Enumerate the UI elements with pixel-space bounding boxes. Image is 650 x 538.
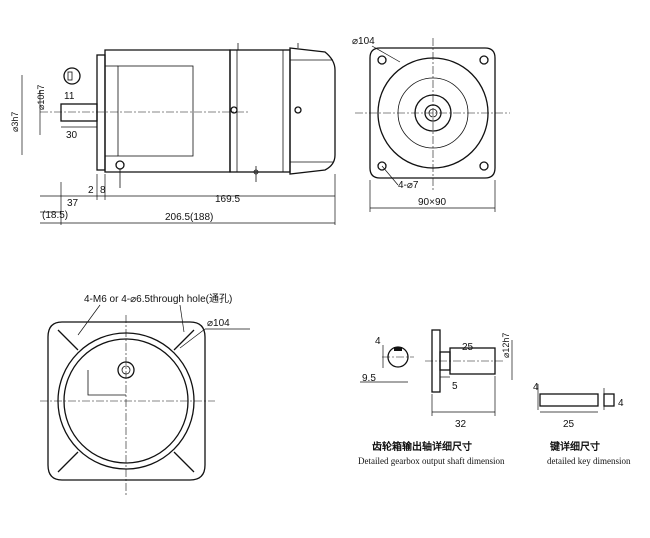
dim-37: 37 [67, 198, 79, 209]
holes-label: 4-⌀7 [398, 180, 419, 191]
key-dim-25: 25 [563, 419, 575, 430]
square-label: 90×90 [418, 197, 447, 208]
flange-holes-note: 4-M6 or 4-⌀6.5through hole(通孔) [84, 293, 232, 305]
gearbox-caption-en: Detailed gearbox output shaft dimension [358, 456, 505, 466]
gb-dim-5: 5 [452, 381, 458, 392]
key-dim-4a: 4 [533, 382, 539, 393]
dim-18-5: (18.5) [42, 210, 68, 221]
flange-dia-label: ⌀3h7 [10, 112, 20, 132]
flange-view: 4-M6 or 4-⌀6.5through hole(通孔) ⌀104 [40, 293, 250, 495]
gearbox-shaft-detail: 4 9.5 25 5 32 ⌀12h7 齿轮箱输出轴详细尺寸 Detailed … [358, 329, 513, 466]
key-caption-cn: 键详细尺寸 [549, 440, 600, 453]
dim-2: 2 [88, 185, 94, 196]
key-width-label: 11 [64, 91, 75, 102]
gb-dim-25: 25 [462, 342, 474, 353]
key-detail: 4 25 4 键详细尺寸 detailed key dimension [533, 382, 631, 466]
shaft-dia-label: ⌀10h7 [36, 85, 46, 110]
front-pilot-dia: ⌀104 [352, 36, 375, 47]
flange-pilot-dia: ⌀104 [207, 318, 230, 329]
dim-8: 8 [100, 185, 106, 196]
motor-side-view: ⌀3h7 ⌀10h7 11 30 37 2 8 169.5 (18.5) 206… [10, 43, 336, 225]
gb-dim-9-5: 9.5 [362, 373, 376, 384]
gb-dim-4: 4 [375, 336, 381, 347]
gb-dim-32: 32 [455, 419, 467, 430]
gb-shaft-dia: ⌀12h7 [501, 333, 511, 358]
dim-169-5: 169.5 [215, 194, 240, 205]
key-dim-4b: 4 [618, 398, 624, 409]
shaft-length-label: 30 [66, 130, 78, 141]
key-caption-en: detailed key dimension [547, 456, 631, 466]
motor-front-view: ⌀104 4-⌀7 90×90 [352, 36, 510, 212]
total-length-label: 206.5(188) [165, 212, 213, 223]
gearbox-caption-cn: 齿轮箱输出轴详细尺寸 [372, 440, 472, 453]
